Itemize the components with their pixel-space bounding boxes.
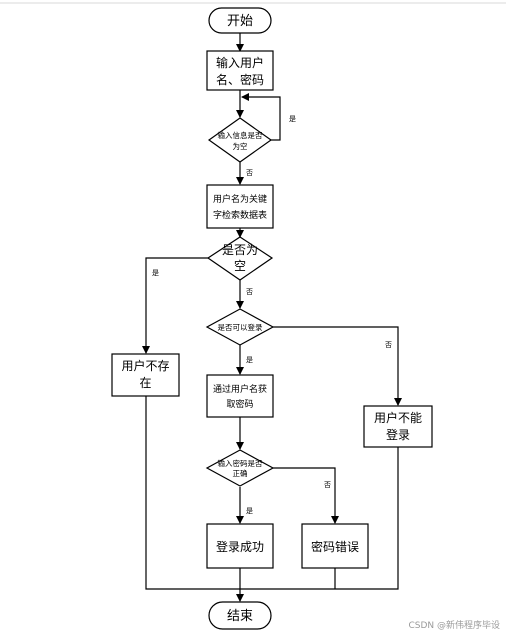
user-not-exist-line1: 用户不存 [121,358,169,373]
cannot-login-line2: 登录 [386,427,410,442]
label-empty-result-yes: 是 [152,269,159,277]
edge-labels: 是 否 是 否 是 否 是 否 [152,115,392,515]
user-not-exist-line2: 在 [139,376,151,390]
watermark-text: CSDN @新伟程序毕设 [408,619,500,631]
label-password-yes: 是 [246,507,253,515]
label-can-login-yes: 是 [246,356,253,364]
check-empty-result-line1: 是否为 [222,243,258,257]
label-can-login-no: 否 [385,341,392,349]
get-password-line2: 取密码 [226,398,253,410]
check-password-line1: 输入密码是否 [218,458,263,468]
login-success-node: 登录成功 [206,523,274,569]
check-empty-input-node: 输入信息是否 为空 [207,117,273,163]
edge-canlogin-cannot [273,326,402,406]
start-node: 开始 [208,7,272,34]
password-error-label: 密码错误 [311,539,359,554]
check-empty-result-line2: 空 [234,259,246,273]
connectors [142,33,402,602]
end-label: 结束 [227,609,253,624]
get-password-node: 通过用户名获 取密码 [206,374,274,418]
get-password-line1: 通过用户名获 [213,383,267,395]
input-label-line1: 输入用户 [216,55,264,70]
check-password-node: 输入密码是否 正确 [205,449,275,487]
user-not-exist-node: 用户不存 在 [111,353,180,397]
nodes: 开始 输入用户 名、密码 输入信息是否 为空 用户名为关键 字检索数据表 是否为… [111,7,433,630]
input-node: 输入用户 名、密码 [206,50,274,91]
check-empty-input-line2: 为空 [233,141,248,151]
check-can-login-node: 是否可以登录 [205,308,275,346]
lookup-line2: 字检索数据表 [213,209,267,221]
label-empty-result-no: 否 [246,288,253,296]
check-can-login-label: 是否可以登录 [218,322,263,332]
label-empty-input-no: 否 [246,169,253,177]
edge-notexist-merge [145,396,240,590]
login-success-label: 登录成功 [216,539,264,554]
edge-isempty-notexist [142,257,208,354]
edge-checkpwd-error [273,467,339,524]
label-empty-input-yes: 是 [289,115,296,123]
cannot-login-node: 用户不能 登录 [363,405,433,448]
check-empty-result-node: 是否为 空 [206,236,274,281]
start-label: 开始 [227,14,253,29]
edge-cannot-merge [240,447,399,590]
lookup-node: 用户名为关键 字检索数据表 [206,184,274,229]
lookup-line1: 用户名为关键 [213,193,267,205]
edge-empty-loop [241,93,281,141]
password-error-node: 密码错误 [301,523,369,569]
check-empty-input-line1: 输入信息是否 [218,130,263,140]
cannot-login-line1: 用户不能 [374,410,422,425]
input-label-line2: 名、密码 [216,72,264,87]
end-node: 结束 [208,601,272,630]
check-password-line2: 正确 [233,468,248,478]
label-password-no: 否 [324,481,331,489]
